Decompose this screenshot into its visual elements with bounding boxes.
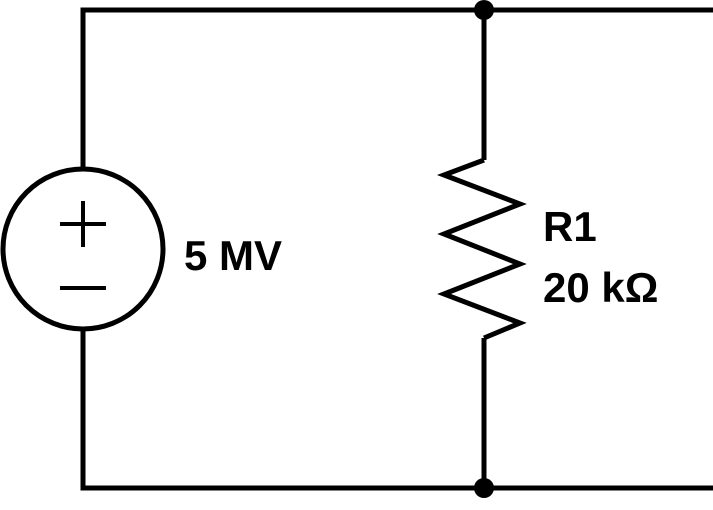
resistor-symbol bbox=[436, 157, 527, 341]
resistor-value-label: 20 kΩ bbox=[543, 264, 658, 311]
node-dot-top bbox=[474, 0, 494, 20]
source-value-label: 5 MV bbox=[184, 232, 282, 279]
voltage-source-symbol bbox=[0, 166, 166, 332]
plus-sign-icon bbox=[60, 201, 106, 247]
resistor-name-label: R1 bbox=[543, 203, 597, 250]
node-dot-bottom bbox=[474, 478, 494, 498]
